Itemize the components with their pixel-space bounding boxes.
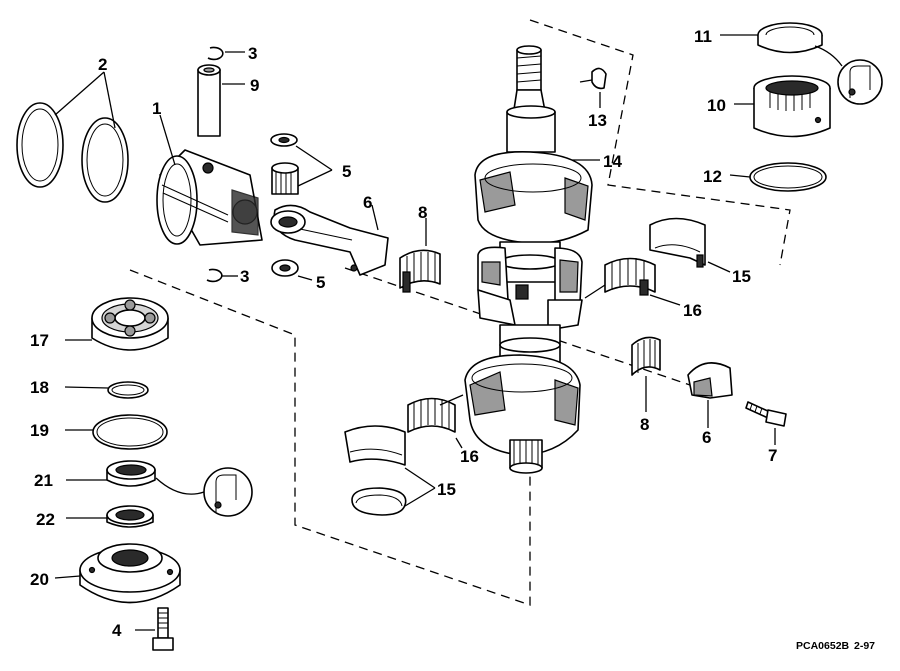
retaining-ring-small bbox=[107, 381, 149, 399]
assembly-dash-upper-right bbox=[529, 19, 791, 266]
piston bbox=[156, 149, 263, 246]
callout-11: 11 bbox=[694, 27, 712, 46]
upper-seal bbox=[757, 22, 823, 54]
callout-3-lower: 3 bbox=[240, 267, 249, 286]
callout-6-cap: 6 bbox=[702, 428, 711, 447]
callout-6-rod: 6 bbox=[363, 193, 372, 212]
callout-5-upper: 5 bbox=[342, 162, 351, 181]
main-bearing-half-upper bbox=[649, 217, 706, 268]
center-main-bearing-lower bbox=[407, 397, 456, 433]
connecting-rod bbox=[270, 204, 389, 276]
callout-16-upper: 16 bbox=[683, 301, 702, 320]
callout-16-lower: 16 bbox=[460, 447, 479, 466]
upper-roller-bearing bbox=[753, 75, 831, 138]
callout-22: 22 bbox=[36, 510, 55, 529]
assembly-dash-lower-left bbox=[129, 269, 531, 606]
callout-3-upper: 3 bbox=[248, 44, 257, 63]
seal-detail-icon-upper bbox=[837, 59, 883, 105]
housing-bolt bbox=[152, 607, 174, 651]
lower-oil-seal-large bbox=[106, 460, 156, 487]
lower-oil-seal-small bbox=[106, 505, 154, 528]
crankpin-needle-bearing-lower bbox=[631, 336, 661, 376]
callout-13: 13 bbox=[588, 111, 607, 130]
rod-cap-screw bbox=[745, 401, 787, 427]
crankshaft bbox=[464, 45, 593, 474]
callout-17: 17 bbox=[30, 331, 49, 350]
piston-ring-pair bbox=[16, 102, 129, 203]
main-bearing-retaining-ring bbox=[351, 487, 407, 516]
seal-detail-icon-lower bbox=[203, 467, 253, 517]
crankpin-needle-bearing-upper bbox=[399, 249, 441, 293]
callout-8-upper: 8 bbox=[418, 203, 427, 222]
lower-bearing-housing bbox=[79, 543, 181, 604]
wrist-pin-needle-bearing bbox=[271, 162, 299, 195]
callout-9: 9 bbox=[250, 76, 259, 95]
lower-ball-bearing bbox=[91, 297, 169, 351]
callout-labels: 2 1 3 9 5 6 8 3 5 13 14 11 10 12 15 16 1… bbox=[30, 27, 777, 640]
piston-pin bbox=[197, 64, 221, 137]
callout-12: 12 bbox=[703, 167, 722, 186]
upper-o-ring bbox=[749, 162, 827, 192]
callout-5-lower: 5 bbox=[316, 273, 325, 292]
thrust-washer-upper bbox=[270, 133, 298, 147]
callout-4: 4 bbox=[112, 621, 122, 640]
callout-19: 19 bbox=[30, 421, 49, 440]
callout-18: 18 bbox=[30, 378, 49, 397]
thrust-washer-lower bbox=[271, 259, 299, 277]
callout-21: 21 bbox=[34, 471, 53, 490]
connecting-rod-cap bbox=[687, 362, 733, 399]
woodruff-key bbox=[591, 67, 607, 90]
callout-8-lower: 8 bbox=[640, 415, 649, 434]
callout-1: 1 bbox=[152, 99, 161, 118]
main-bearing-half-lower bbox=[344, 425, 406, 466]
piston-pin-clip-lower bbox=[206, 268, 223, 283]
figure-reference-date: 2-97 bbox=[854, 640, 875, 652]
lower-o-ring bbox=[92, 414, 168, 450]
callout-14: 14 bbox=[603, 152, 622, 171]
center-main-bearing-upper bbox=[604, 257, 656, 296]
piston-pin-clip-upper bbox=[207, 46, 224, 61]
callout-2: 2 bbox=[98, 55, 107, 74]
callout-7: 7 bbox=[768, 446, 777, 465]
leader-lines bbox=[54, 34, 843, 631]
figure-reference-code: PCA0652B bbox=[796, 640, 850, 652]
callout-15-lower: 15 bbox=[437, 480, 456, 499]
callout-15-upper: 15 bbox=[732, 267, 751, 286]
callout-10: 10 bbox=[707, 96, 726, 115]
callout-20: 20 bbox=[30, 570, 49, 589]
